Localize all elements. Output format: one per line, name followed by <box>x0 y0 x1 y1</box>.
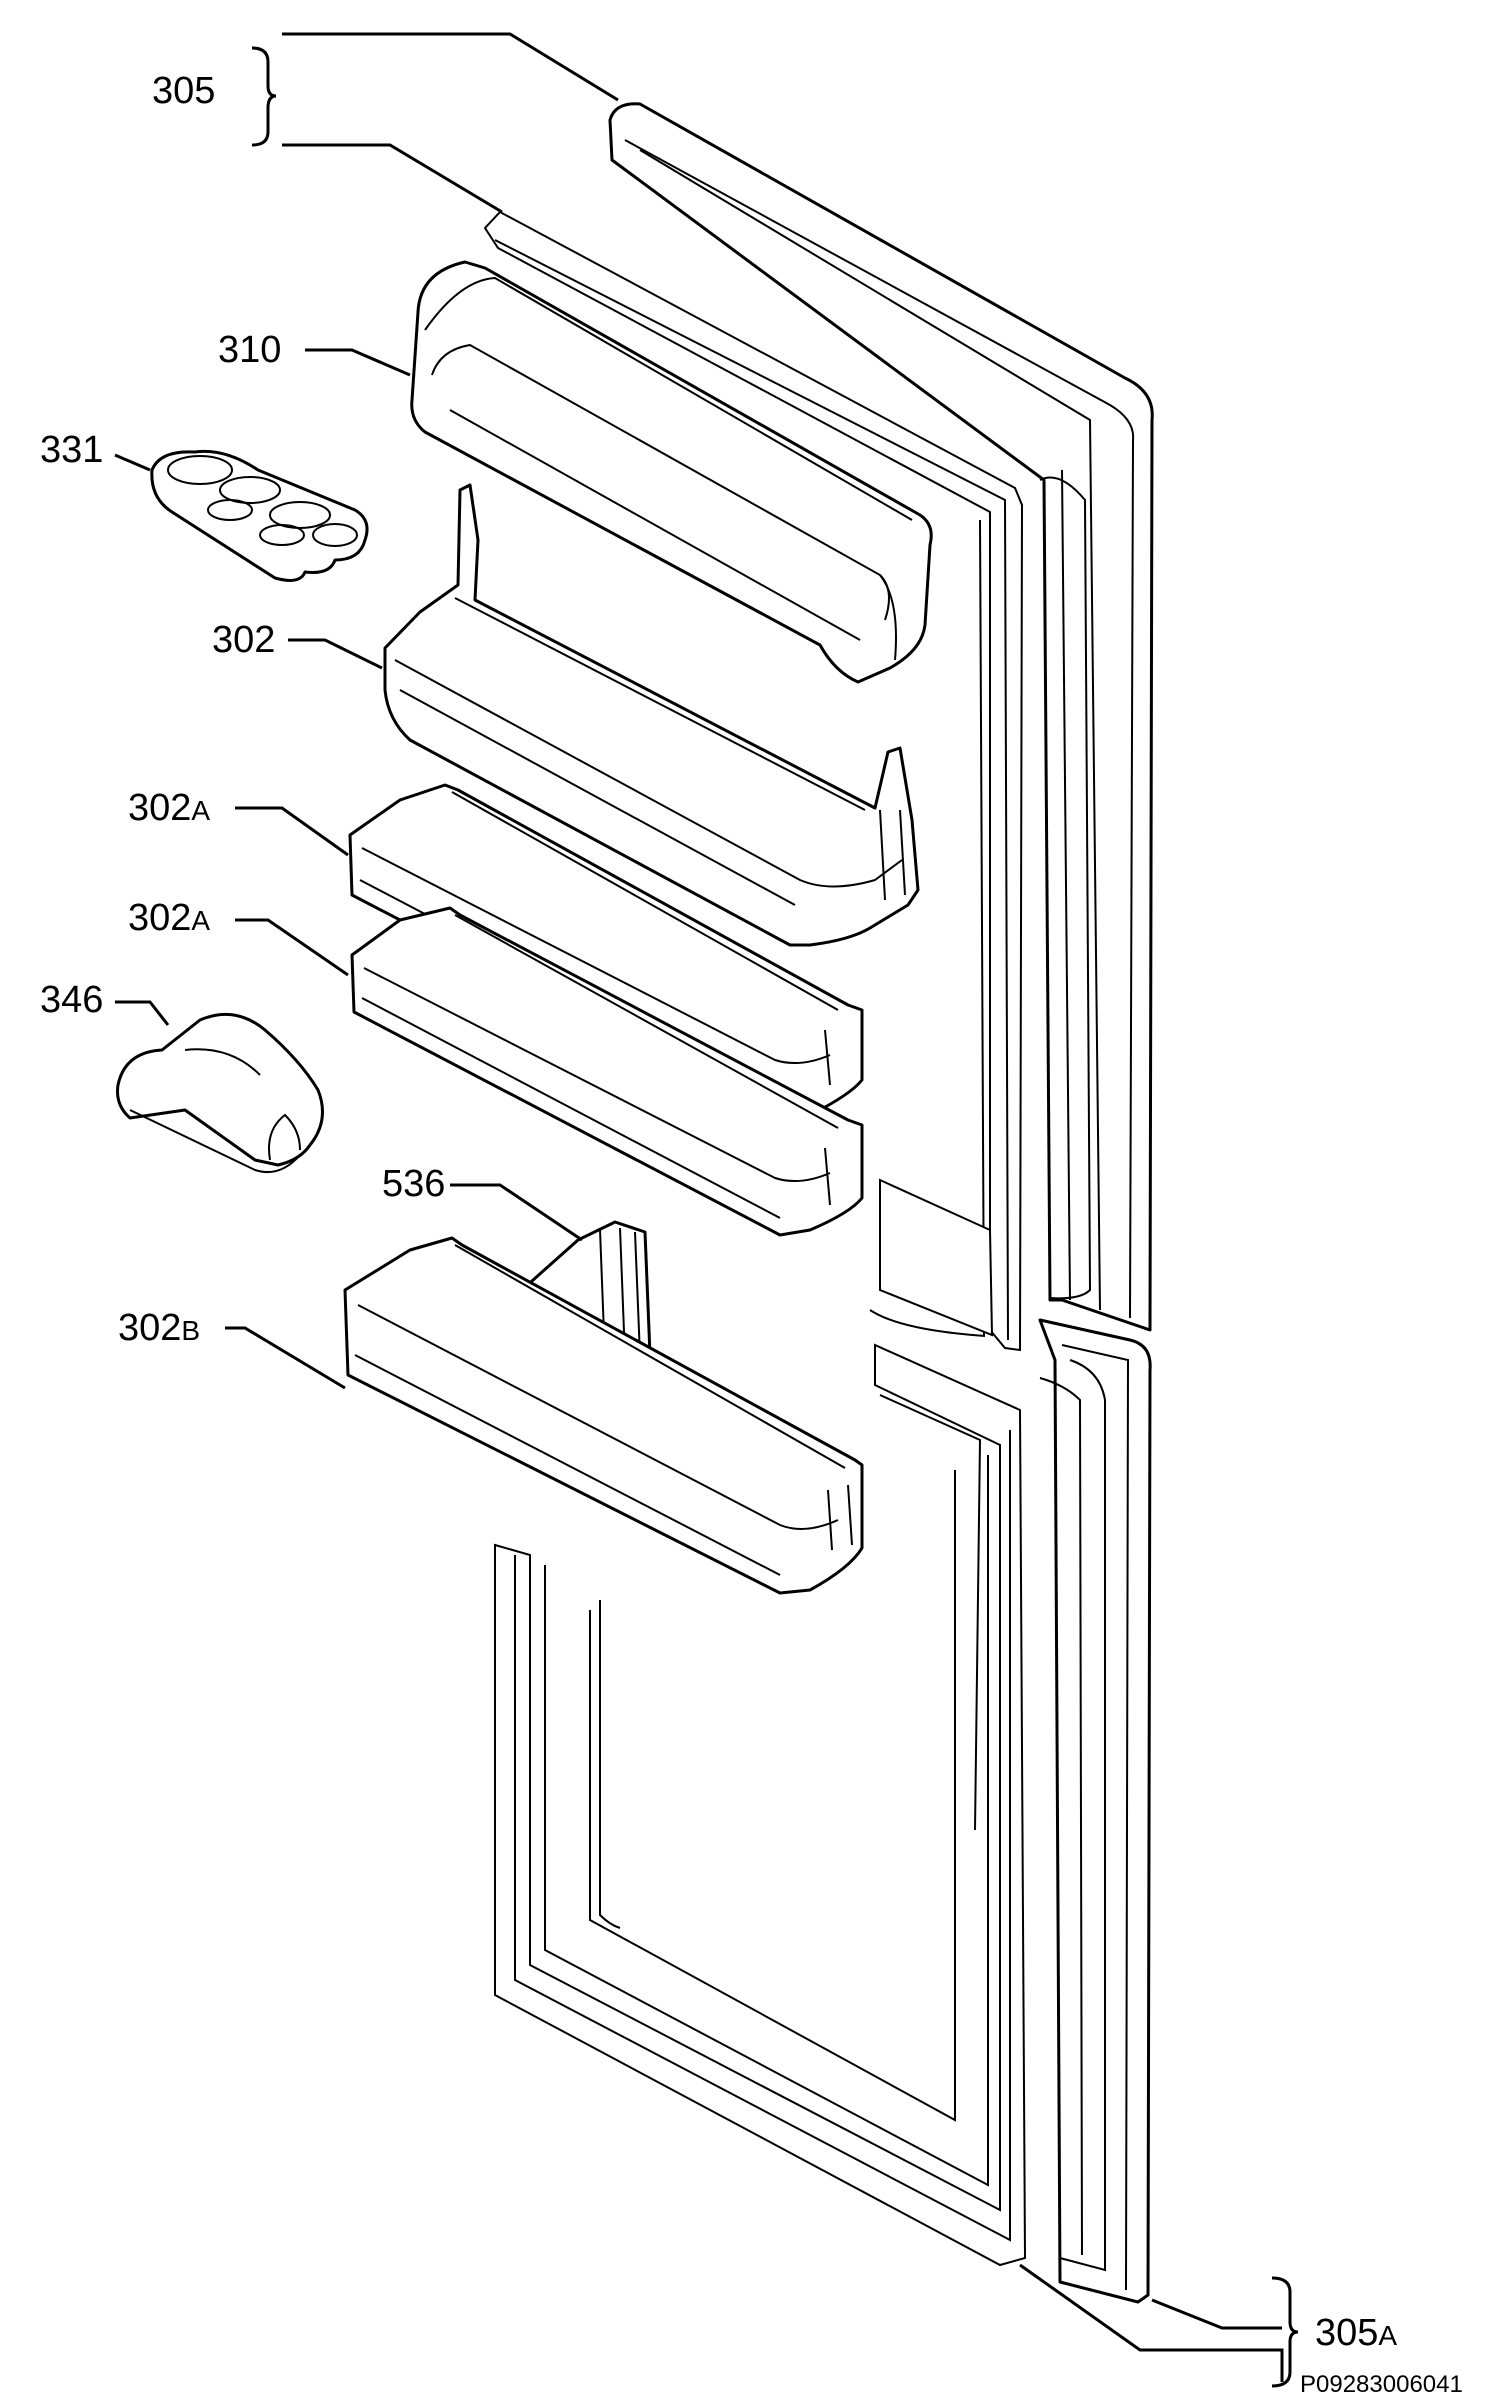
upper-door-frame <box>608 102 1154 1332</box>
lower-door-frame <box>1038 1318 1152 2304</box>
label-302a-upper: 302A <box>128 787 210 829</box>
bracket-305 <box>251 46 277 147</box>
leader-lines <box>114 32 1299 2388</box>
label-305a: 305A <box>1315 2312 1397 2354</box>
label-310: 310 <box>218 329 281 371</box>
label-302a-lower: 302A <box>128 897 210 939</box>
label-536: 536 <box>382 1163 445 1205</box>
door-shelf-302a-lower <box>350 906 864 1237</box>
door-shelf-302b <box>343 1236 864 1595</box>
label-302b: 302B <box>118 1307 200 1349</box>
label-346: 346 <box>40 979 103 1021</box>
dairy-compartment-cover <box>410 260 933 684</box>
lower-door-gasket <box>494 1343 1027 2267</box>
upper-door-gasket <box>483 210 1024 1352</box>
egg-tray <box>150 449 369 582</box>
door-shelf-302 <box>383 483 920 947</box>
label-302: 302 <box>212 619 275 661</box>
label-331: 331 <box>40 429 103 471</box>
drawing-code: P09283006041 <box>1300 2371 1463 2398</box>
label-305: 305 <box>152 70 215 112</box>
part-labels: 305 310 331 302 302A 302A 346 536 302B 3… <box>40 70 1463 2398</box>
butter-dish <box>116 1012 324 1174</box>
bracket-305a <box>1271 2276 1299 2388</box>
